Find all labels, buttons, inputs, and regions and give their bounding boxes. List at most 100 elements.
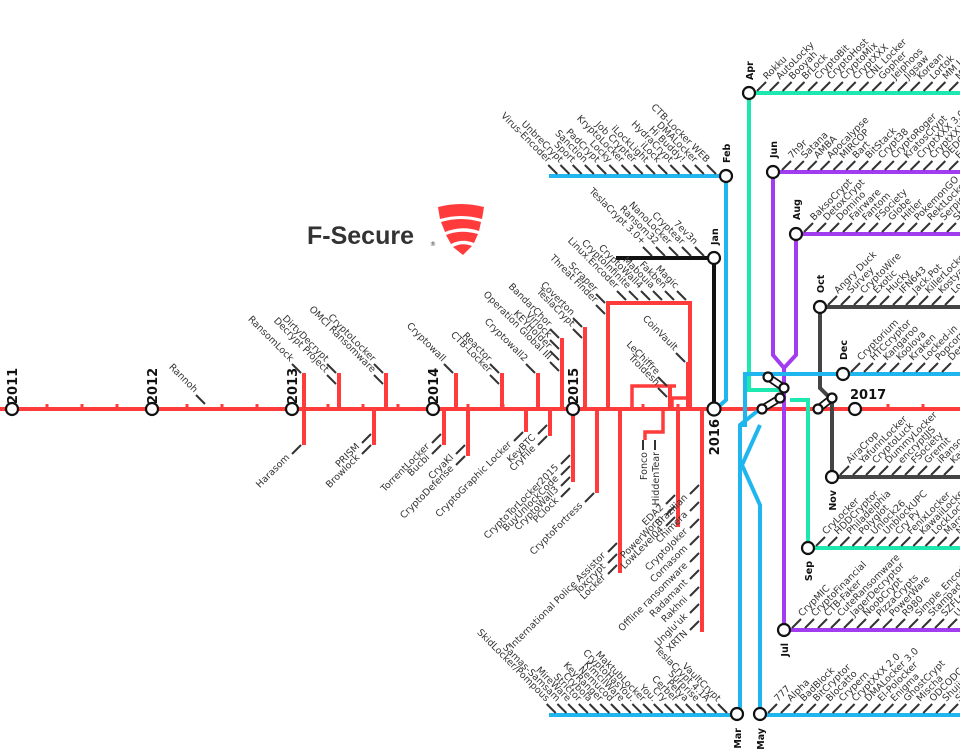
label-stub [947, 618, 958, 629]
label-stub [607, 553, 618, 564]
label-stub [915, 362, 926, 373]
label-stub [894, 222, 905, 233]
label-stub [920, 222, 931, 233]
label-stub [545, 703, 557, 714]
label-stub [896, 703, 908, 714]
label-stub [665, 494, 676, 505]
label-stub [807, 160, 818, 171]
label-stub [657, 164, 668, 175]
label-stub [769, 81, 780, 92]
year-node-2015 [565, 401, 581, 417]
label-stub [549, 328, 560, 339]
label-stub [815, 536, 826, 547]
label-stub [935, 703, 946, 714]
year-label-2012: 2012 [146, 368, 161, 404]
f-secure-logo: F-Secure ® [307, 204, 484, 255]
label-stub [907, 222, 918, 233]
month-label-nov: Nov [828, 489, 839, 510]
label-stub [933, 222, 944, 233]
year-label-2013: 2013 [286, 368, 301, 404]
logo-shield-icon [438, 204, 484, 255]
label-stub [674, 703, 685, 714]
label-stub [918, 295, 929, 306]
label-stub [840, 295, 851, 306]
label-stub [897, 81, 908, 92]
label-stub [791, 618, 802, 629]
label-stub [865, 465, 876, 476]
label-stub [922, 160, 934, 171]
label-stub [850, 362, 861, 373]
month-label-dec: Dec [839, 340, 850, 360]
interchange-node [826, 392, 838, 404]
label-stub [657, 376, 668, 387]
malware-label: CoinVault [640, 313, 680, 353]
label-stub [948, 703, 959, 714]
label-stub [905, 295, 916, 306]
month-node-jul [776, 622, 792, 638]
year-node-2011 [4, 401, 20, 417]
logo-wordmark: F-Secure [307, 222, 414, 250]
label-stub [537, 435, 548, 446]
label-stub [291, 444, 302, 455]
interchange-node [762, 371, 774, 383]
label-stub [663, 703, 675, 714]
label-stub [665, 516, 676, 527]
label-stub [803, 222, 814, 233]
label-stub [595, 304, 606, 315]
label-stub [866, 295, 877, 306]
label-stub [904, 465, 915, 476]
label-stub [871, 81, 883, 92]
label-stub [676, 290, 687, 301]
connector-line [670, 362, 690, 409]
label-stub [361, 433, 372, 444]
label-stub [607, 542, 618, 553]
label-stub [513, 431, 524, 442]
label-stub [431, 433, 442, 444]
label-stub [910, 81, 921, 92]
label-stub [879, 295, 890, 306]
label-stub [595, 293, 606, 304]
label-stub [559, 164, 571, 175]
label-stub [361, 444, 372, 455]
logo-registered-mark: ® [430, 241, 436, 248]
label-stub [689, 586, 700, 597]
month-label-sep: Sep [804, 561, 815, 581]
label-stub [373, 374, 384, 385]
year-label-2011: 2011 [6, 368, 21, 404]
label-stub [876, 536, 887, 547]
branch-line-may [739, 424, 960, 717]
malware-label: Samas-Samsam [500, 642, 562, 704]
label-stub [816, 222, 827, 233]
label-stub [689, 620, 700, 631]
malware-label: Rannoh [166, 362, 199, 395]
label-stub [884, 81, 895, 92]
label-stub [455, 444, 466, 455]
label-stub [653, 703, 664, 714]
branch-line-jun [771, 172, 786, 630]
label-stub [936, 536, 948, 547]
month-label-jan: Jan [710, 228, 721, 246]
label-stub [845, 81, 857, 92]
label-stub [794, 160, 805, 171]
label-stub [922, 703, 933, 714]
label-stub [924, 536, 936, 547]
month-node-oct [812, 299, 828, 315]
month-label-oct: Oct [816, 274, 827, 293]
label-stub [804, 618, 815, 629]
year-node-2017 [847, 401, 863, 417]
year-label-2015: 2015 [567, 368, 582, 404]
month-node-may [752, 706, 768, 722]
month-node-aug [788, 226, 804, 242]
label-stub [549, 361, 560, 372]
connector-line [630, 384, 676, 409]
label-stub [935, 81, 947, 92]
label-stub [948, 160, 959, 171]
label-stub [897, 160, 908, 171]
label-stub [645, 164, 656, 175]
label-stub [642, 246, 653, 257]
label-stub [889, 362, 900, 373]
label-stub [876, 362, 887, 373]
label-stub [858, 81, 870, 92]
label-stub [881, 222, 892, 233]
